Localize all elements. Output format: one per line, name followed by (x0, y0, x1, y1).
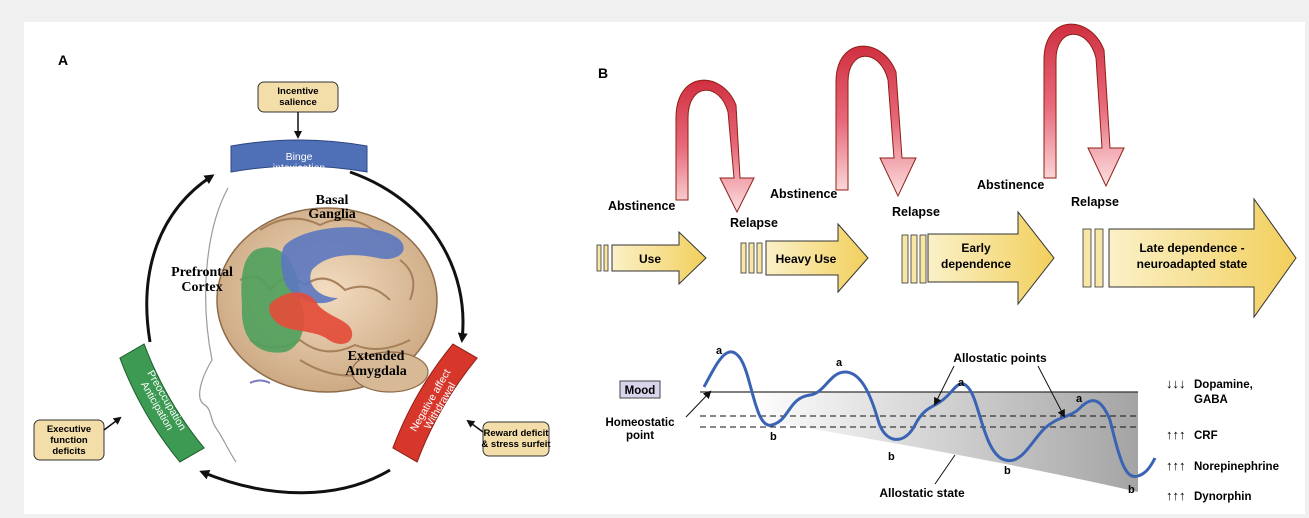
allostatic-state-region (748, 392, 1138, 492)
reward-deficit-label: Reward deficit& stress surfeit (481, 428, 551, 450)
reward-deficit-callout (482, 421, 550, 457)
eye-icon (249, 379, 271, 384)
peak-label-2: a (836, 357, 843, 369)
relapse-label-1: Relapse (730, 216, 778, 230)
allostatic-point-arrow-1 (934, 365, 955, 406)
stage-label-late-dependence: Late dependence -neuroadapted state (1137, 241, 1248, 271)
relapse-label-2: Relapse (892, 205, 940, 219)
face-outline (199, 187, 237, 463)
relapse-loop-1 (675, 79, 755, 214)
cycle-arrow-preoccupation-to-binge (145, 174, 215, 343)
stage-arrow-early-dependence (927, 210, 1055, 306)
dopamine-arrows: ↓↓↓ (1166, 376, 1186, 391)
panel-b-label: B (598, 65, 608, 81)
norepinephrine-label: Norepinephrine (1194, 461, 1279, 473)
dynorphin-label: Dynorphin (1194, 491, 1252, 503)
executive-function-arrow (103, 416, 122, 431)
stage-label-heavy-use: Heavy Use (776, 252, 837, 266)
panel-a-label: A (58, 52, 68, 68)
allostatic-state-label: Allostatic state (879, 486, 965, 500)
relapse-loop-2 (835, 45, 917, 198)
abstinence-label-2: Abstinence (770, 187, 837, 201)
stage-label-use: Use (639, 252, 661, 266)
extended-amygdala-region (269, 292, 353, 344)
mood-label-box (619, 380, 661, 399)
trough-label-4: b (1128, 484, 1135, 496)
executive-function-callout (33, 419, 105, 461)
mood-label: Mood (625, 385, 656, 397)
cycle-arrow-binge-to-withdrawal (349, 170, 468, 343)
stage-arrow-use (611, 230, 707, 286)
brain-illustration (216, 207, 438, 393)
stage-use: Use (596, 230, 707, 286)
stage-heavy-use: Heavy Use (740, 222, 869, 294)
norepinephrine-arrows: ↑↑↑ (1166, 458, 1186, 473)
relapse-label-3: Relapse (1071, 195, 1119, 209)
peak-label-4: a (1076, 393, 1083, 405)
cycle-arrow-withdrawal-to-preoccupation (199, 468, 391, 495)
allostatic-points-label: Allostatic points (953, 351, 1047, 365)
trough-label-2: b (888, 451, 895, 463)
crf-arrows: ↑↑↑ (1166, 427, 1186, 442)
mood-curve (702, 350, 1157, 478)
trough-label-1: b (770, 431, 777, 443)
allostatic-point-arrow-2 (1037, 365, 1065, 418)
reward-deficit-arrow (466, 419, 484, 433)
peak-label-3: a (958, 377, 965, 389)
abstinence-label-3: Abstinence (977, 178, 1044, 192)
relapse-loop-3 (1043, 23, 1125, 188)
abstinence-label-1: Abstinence (608, 199, 675, 213)
crf-label: CRF (1194, 430, 1218, 442)
stage-arrow-late-dependence (1108, 197, 1297, 319)
homeostatic-arrow (685, 390, 712, 418)
stage-late-dependence: Late dependence -neuroadapted state (1082, 197, 1297, 319)
dynorphin-arrows: ↑↑↑ (1166, 488, 1186, 503)
neurotransmitter-list: ↓↓↓ Dopamine,GABA ↑↑↑ CRF ↑↑↑ Norepineph… (1166, 376, 1279, 503)
dopamine-gaba-label: Dopamine,GABA (1194, 379, 1253, 406)
basal-ganglia-region (281, 227, 404, 304)
binge-intoxication-stage (230, 139, 368, 173)
allostatic-state-pointer (934, 454, 956, 485)
negative-affect-stage: Negative affectWithdrawal (392, 343, 478, 463)
trough-label-3: b (1004, 465, 1011, 477)
peak-label-1: a (716, 345, 723, 357)
stage-arrow-heavy-use (765, 222, 869, 294)
